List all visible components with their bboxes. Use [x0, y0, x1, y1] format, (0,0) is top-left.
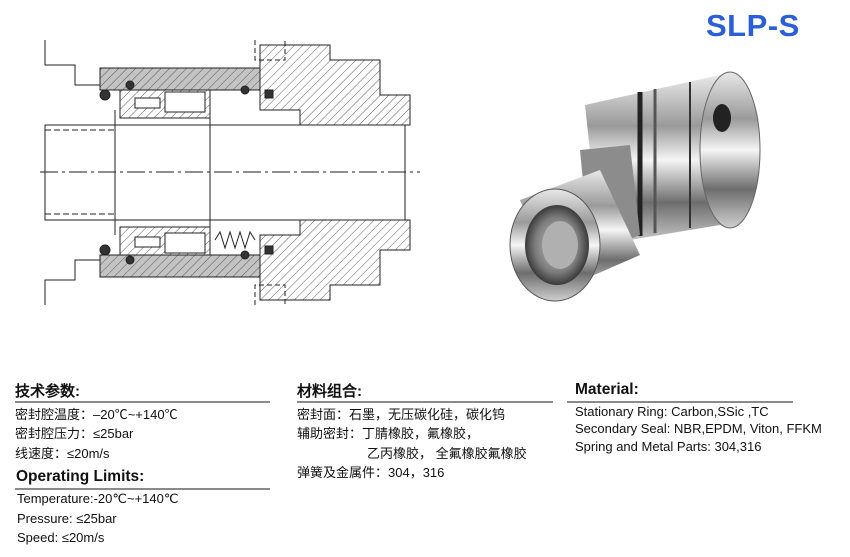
- spec-row: Pressure: ≤25bar: [17, 511, 117, 526]
- materials-cn-heading: 材料组合:: [297, 383, 362, 400]
- divider: [297, 401, 553, 403]
- material-row: Spring and Metal Parts: 304,316: [575, 439, 762, 454]
- spec-row: 密封腔压力：≤25bar: [15, 426, 134, 441]
- divider: [15, 488, 270, 490]
- material-row: 弹簧及金属件：304，316: [297, 465, 445, 480]
- material-row: 密封面：石墨，无压碳化硅，碳化钨: [297, 407, 506, 422]
- product-title: SLP-S: [706, 8, 800, 43]
- tech-params-cn-heading: 技术参数:: [15, 383, 80, 400]
- spec-row: Temperature:-20℃~+140℃: [17, 491, 179, 506]
- spec-row: Speed: ≤20m/s: [17, 530, 105, 545]
- spec-row: 线速度：≤20m/s: [15, 446, 110, 461]
- material-row: 辅助密封：丁腈橡胶，氟橡胶，: [297, 426, 480, 441]
- material-row: Secondary Seal: NBR,EPDM, Viton, FFKM: [575, 421, 822, 436]
- product-photo: [509, 71, 761, 302]
- operating-limits-heading: Operating Limits:: [16, 468, 145, 485]
- divider: [567, 401, 793, 403]
- divider: [15, 401, 270, 403]
- material-row: Stationary Ring: Carbon,SSic ,TC: [575, 404, 769, 419]
- material-heading: Material:: [575, 381, 639, 398]
- material-row: 乙丙橡胶， 全氟橡胶氟橡胶: [367, 446, 527, 461]
- spec-row: 密封腔温度：–20℃~+140℃: [15, 407, 178, 422]
- cross-section-drawing: [40, 40, 420, 305]
